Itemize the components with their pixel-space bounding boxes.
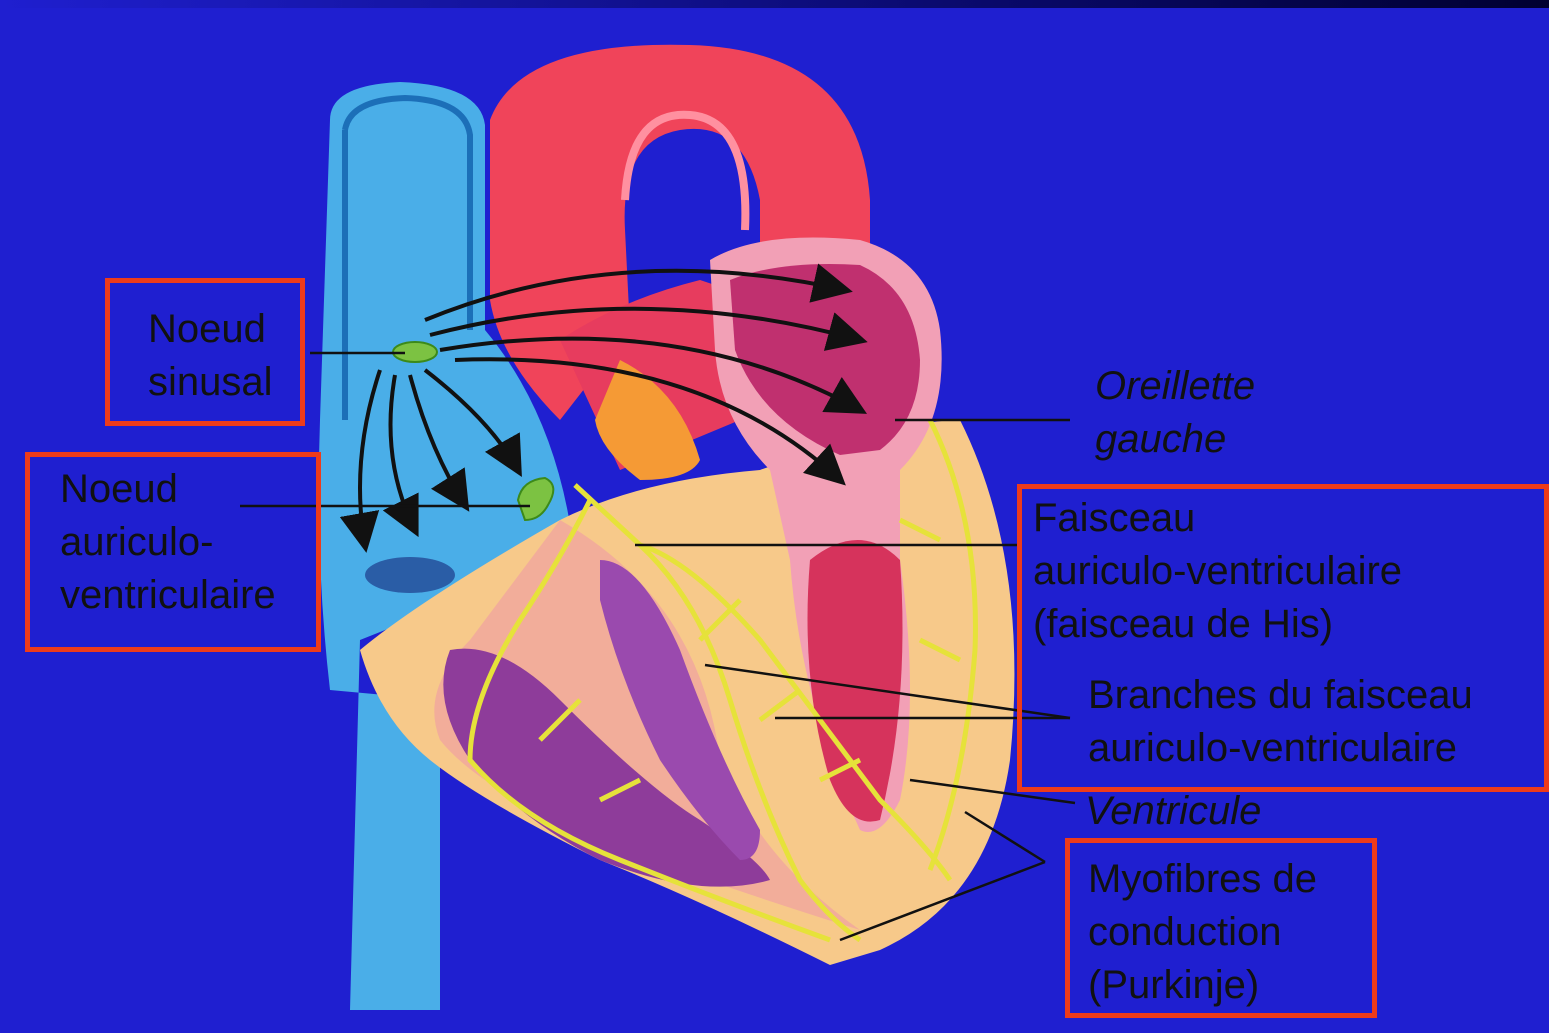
his-bundle-label-line1: Faisceau [1033,492,1402,545]
bundle-branches-label-line2: auriculo-ventriculaire [1088,722,1473,775]
left-atrium-label-line1: Oreillette [1095,360,1255,413]
sa-node-label-line1: Noeud [148,303,273,356]
bundle-branches-label-line1: Branches du faisceau [1088,669,1473,722]
ventricle-label-line1: Ventricule [1085,785,1261,838]
av-node-label-line1: Noeud [60,463,276,516]
sa-node-label: Noeud sinusal [148,303,273,409]
sa-node-label-line2: sinusal [148,356,273,409]
purkinje-label: Myofibres de conduction (Purkinje) [1088,853,1317,1012]
left-atrium-label: Oreillette gauche [1095,360,1255,466]
his-bundle-label-line3: (faisceau de His) [1033,598,1402,651]
purkinje-label-line2: conduction [1088,906,1317,959]
ventricle-label: Ventricule [1085,785,1261,838]
purkinje-label-line3: (Purkinje) [1088,959,1317,1012]
bundle-branches-label: Branches du faisceau auriculo-ventricula… [1088,669,1473,775]
left-atrium-label-line2: gauche [1095,413,1255,466]
purkinje-label-line1: Myofibres de [1088,853,1317,906]
av-node-label-line3: ventriculaire [60,569,276,622]
his-bundle-label-line2: auriculo-ventriculaire [1033,545,1402,598]
av-node-label-line2: auriculo- [60,516,276,569]
av-node-label: Noeud auriculo- ventriculaire [60,463,276,622]
his-bundle-label: Faisceau auriculo-ventriculaire (faiscea… [1033,492,1402,651]
